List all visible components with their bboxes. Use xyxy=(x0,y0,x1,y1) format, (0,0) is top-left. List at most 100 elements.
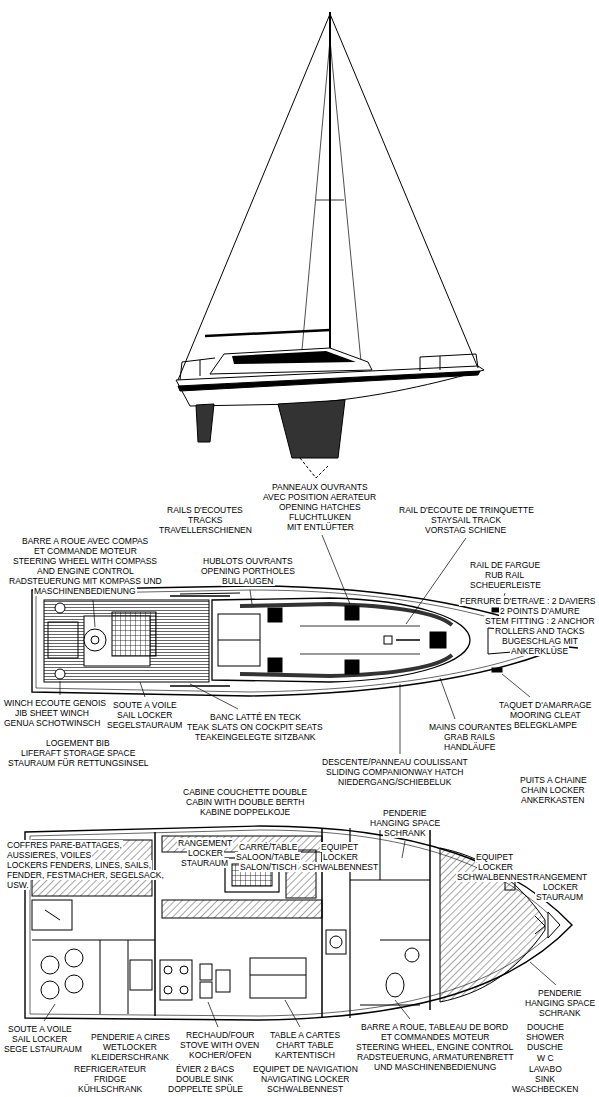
profile-view xyxy=(176,12,484,478)
callout-label: SOUTE A VOILE xyxy=(112,700,178,710)
callout-label: STOVE WITH OVEN xyxy=(179,1040,260,1050)
callout-label: SALOON/TABLE xyxy=(235,852,301,862)
callout-label: RADSTEUERUNG MIT KOMPASS UND xyxy=(8,576,163,586)
callout-label: WASCHBECKEN xyxy=(511,1084,579,1094)
callout-label: ET COMMANDES MOTEUR xyxy=(380,1032,490,1042)
callout-label: VORSTAG SCHIENE xyxy=(424,525,507,535)
callout-label: DUSCHE xyxy=(526,1042,564,1052)
callout-label: UND MASCHINENBEDIENUNG xyxy=(373,1062,497,1072)
callout-label: RAIL D'ECOUTE DE TRINQUETTE xyxy=(398,505,535,515)
callout-label: SCHWALBENNEST xyxy=(456,872,534,882)
callout-label: JIB SHEET WINCH xyxy=(14,708,90,718)
callout-label: CABIN WITH DOUBLE BERTH xyxy=(185,797,305,807)
callout-label: STAURAUM FÜR RETTUNGSINSEL xyxy=(7,758,150,768)
callout-label: RANGEMENT xyxy=(532,872,588,882)
callout-label: DOUBLE SINK xyxy=(175,1074,234,1084)
callout-label: RAIL DE FARGUE xyxy=(469,560,541,570)
callout-label: BULLAUGEN xyxy=(221,576,275,586)
callout-label: HANGING SPACE xyxy=(369,818,441,828)
callout-label: SCHRANK xyxy=(383,828,427,838)
callout-label: ET COMMANDE MOTEUR xyxy=(33,546,138,556)
callout-label: BELEGKLAMPE xyxy=(513,720,578,730)
callout-label: EQUIPET xyxy=(475,852,514,862)
callout-label: NIEDERGANG/SCHIEBELUK xyxy=(337,777,452,787)
callout-label: RUB RAIL xyxy=(484,570,525,580)
callout-label: BANC LATTÉ EN TECK xyxy=(209,712,302,722)
callout-label: LOCKER xyxy=(477,862,514,872)
callout-label: LIFERAFT STORAGE SPACE xyxy=(20,748,136,758)
callout-label: CARRÉ/TABLE xyxy=(238,842,298,852)
callout-label: TABLE A CARTES xyxy=(269,1030,341,1040)
callout-label: RECHAUD/FOUR xyxy=(185,1030,255,1040)
callout-label: ANKERKLÜSE xyxy=(510,646,569,656)
callout-label: RANGEMENT xyxy=(177,838,233,848)
callout-label: LOCKERS FENDERS, LINES, SAILS, xyxy=(6,860,152,870)
callout-label: COFFRES PARE-BATTAGES, xyxy=(6,840,123,850)
callout-label: WETLOCKER xyxy=(102,1042,158,1052)
callout-label: TRACKS xyxy=(187,515,223,525)
interior-plan xyxy=(25,826,572,1020)
callout-label: CABINE COUCHETTE DOUBLE xyxy=(182,787,308,797)
callout-label: STAURAUM xyxy=(180,858,229,868)
callout-label: FERRURE D'ETRAVE : 2 DAVIERS xyxy=(459,596,596,606)
callout-label: AVEC POSITION AERATEUR xyxy=(262,492,377,502)
callout-label: SOUTE A VOILE xyxy=(7,1024,73,1034)
callout-label: LOCKER xyxy=(187,848,224,858)
callout-label: SLIDING COMPANIONWAY HATCH xyxy=(325,767,464,777)
callout-label: AND ENGINE CONTROL xyxy=(36,566,135,576)
callout-label: KOCHER/OFEN xyxy=(188,1050,252,1060)
callout-label: SCHWALBENNEST xyxy=(301,862,379,872)
callout-label: ROLLERS AND TACKS xyxy=(494,626,585,636)
callout-label: MIT ENTLÜFTER xyxy=(286,522,355,532)
callout-label: SEGELSTAURAUM xyxy=(106,720,183,730)
callout-label: BARRE A ROUE, TABLEAU DE BORD xyxy=(360,1022,509,1032)
callout-label: STAURAUM xyxy=(535,892,584,902)
callout-label: HANGING SPACE xyxy=(524,998,596,1008)
callout-label: DOPPELTE SPÜLE xyxy=(167,1084,244,1094)
callout-label: GRAB RAILS xyxy=(443,732,496,742)
leader-lines xyxy=(44,535,556,1027)
callout-label: LOGEMENT BIB xyxy=(45,738,111,748)
callout-label: ÉVIER 2 BACS xyxy=(175,1064,235,1074)
callout-label: CHAIN LOCKER xyxy=(520,785,586,795)
callout-label: TEAK SLATS ON COCKPIT SEATS xyxy=(186,722,324,732)
callout-label: SINK xyxy=(534,1074,556,1084)
callout-label: SCHEUERLEISTE xyxy=(469,580,542,590)
callout-label: STEM FITTING : 2 ANCHOR xyxy=(484,616,596,626)
callout-label: BARRE A ROUE AVEC COMPAS xyxy=(21,536,149,546)
callout-label: KLEIDERSCHRANK xyxy=(90,1052,170,1062)
callout-label: USW. xyxy=(6,880,30,890)
callout-label: RADSTEUERUNG, ARMATURENBRETT xyxy=(356,1052,515,1062)
callout-label: RAILS D'ECOUTES xyxy=(166,505,244,515)
callout-label: EQUIPET xyxy=(320,842,359,852)
callout-label: FRIDGE xyxy=(93,1074,127,1084)
callout-label: CHART TABLE xyxy=(275,1040,334,1050)
callout-label: HUBLOTS OUVRANTS xyxy=(202,556,294,566)
callout-label: 2 POINTS D'AMURE xyxy=(499,606,581,616)
callout-label: FENDER, FESTMACHER, SEGELSACK, xyxy=(6,870,165,880)
callout-label: ANKERKASTEN xyxy=(520,795,585,805)
callout-label: TRAVELLERSCHIENEN xyxy=(158,525,253,535)
callout-label: PENDERIE xyxy=(537,988,582,998)
callout-label: DESCENTE/PANNEAU COULISSANT xyxy=(321,757,469,767)
callout-label: SCHRANK xyxy=(538,1008,582,1018)
callout-label: SHOWER xyxy=(525,1032,565,1042)
callout-label: KÜHLSCHRANK xyxy=(77,1084,143,1094)
callout-label: KARTENTISCH xyxy=(274,1050,336,1060)
callout-label: MOORING CLEAT xyxy=(509,710,582,720)
callout-label: GENUA SCHOTWINSCH xyxy=(3,718,101,728)
callout-label: SALON/TISCH xyxy=(239,862,298,872)
callout-label: REFRIGERATEUR xyxy=(73,1064,147,1074)
callout-label: LAVABO xyxy=(528,1064,563,1074)
callout-label: W C xyxy=(536,1053,555,1063)
callout-label: STEERING WHEEL WITH COMPASS xyxy=(12,556,158,566)
callout-label: PANNEAUX OUVRANTS xyxy=(271,482,369,492)
callout-label: LOCKER xyxy=(322,852,359,862)
callout-label: KABINE DOPPELKOJE xyxy=(199,807,291,817)
callout-label: SAIL LOCKER xyxy=(116,710,173,720)
callout-label: SAIL LOCKER xyxy=(11,1034,68,1044)
callout-label: STEERING WHEEL, ENGINE CONTROL xyxy=(355,1042,514,1052)
callout-label: BUGESCHLAG MIT xyxy=(501,636,579,646)
